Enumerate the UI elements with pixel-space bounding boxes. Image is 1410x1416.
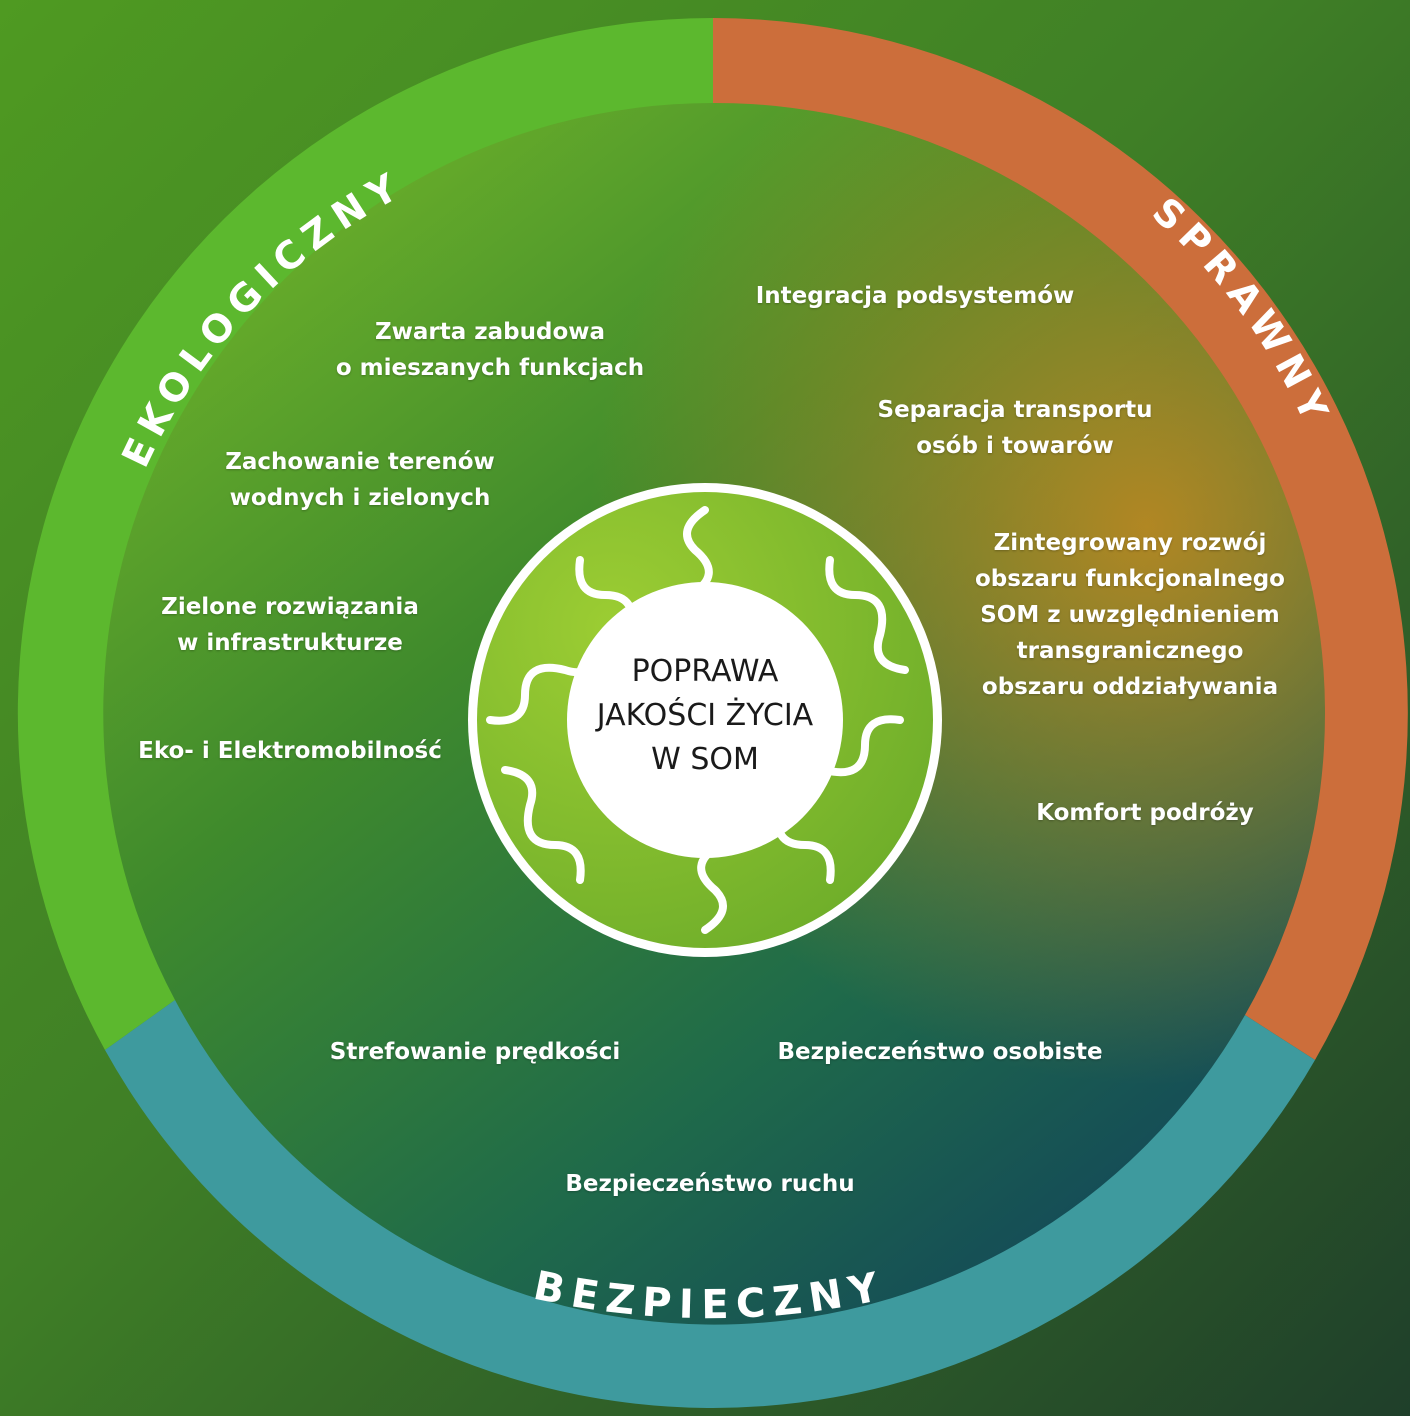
segment-sprawny <box>713 18 1408 1060</box>
item-komfort-podrozy: Komfort podróży <box>1036 800 1254 826</box>
item-zwarta-zabudowa: Zwarta zabudowa o mieszanych funkcjach <box>335 319 645 381</box>
item-strefowanie-predkosci: Strefowanie prędkości <box>329 1039 621 1065</box>
item-zielone-rozwiazania: Zielone rozwiązania w infrastrukturze <box>161 594 419 656</box>
center-title: POPRAWA JAKOŚCI ŻYCIA W SOM <box>596 654 814 777</box>
item-integracja-podsystemow: Integracja podsystemów <box>755 283 1075 309</box>
item-zintegrowany-rozwoj: Zintegrowany rozwój obszaru funkcjonalne… <box>975 530 1285 700</box>
item-eko-elektromobilnosc: Eko- i Elektromobilność <box>138 738 442 764</box>
item-bezpieczenstwo-ruchu: Bezpieczeństwo ruchu <box>565 1171 855 1197</box>
segment-bezpieczny <box>105 1000 1315 1408</box>
puzzle-ring <box>468 483 942 957</box>
segment-ekologiczny <box>17 17 713 1050</box>
center-circle <box>567 582 843 858</box>
item-zachowanie-terenow: Zachowanie terenów wodnych i zielonych <box>225 449 495 511</box>
item-separacja-transportu: Separacja transportu osób i towarów <box>877 397 1153 459</box>
item-bezpieczenstwo-osobiste: Bezpieczeństwo osobiste <box>777 1039 1103 1065</box>
